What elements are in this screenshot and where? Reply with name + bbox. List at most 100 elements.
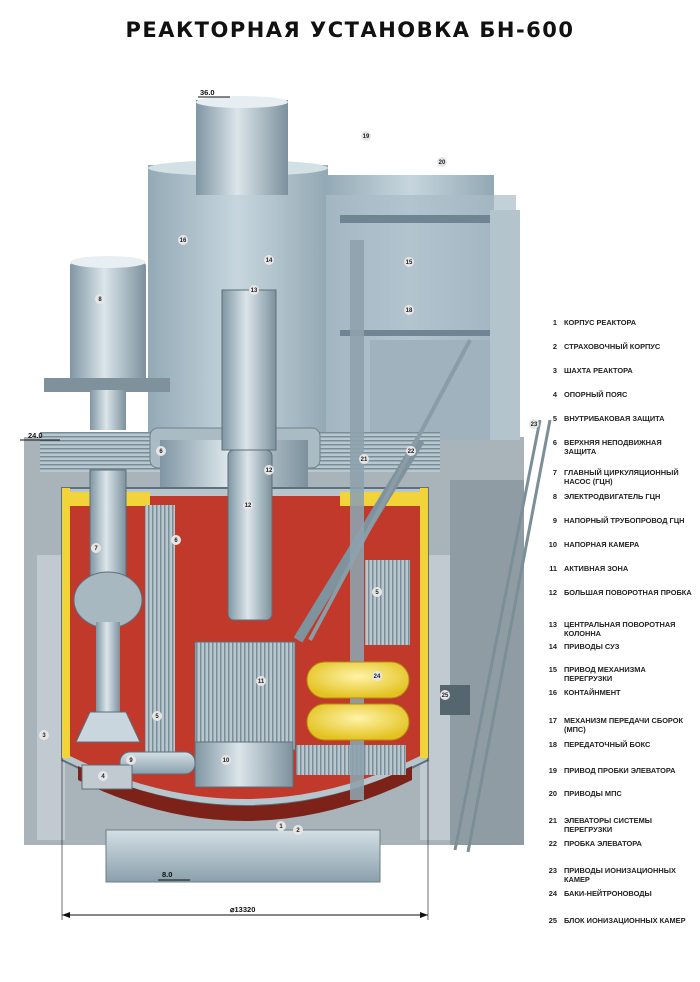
svg-text:16: 16 — [180, 238, 187, 244]
callout-9: 9 — [126, 755, 136, 765]
callout-6a: 6 — [156, 446, 166, 456]
callout-5b: 5 — [372, 587, 382, 597]
svg-text:11: 11 — [258, 679, 265, 685]
legend-number: 3 — [552, 366, 557, 375]
legend-item: 2 СТРАХОВОЧНЫЙ КОРПУС — [545, 342, 695, 351]
svg-text:15: 15 — [406, 260, 413, 266]
legend-label: ГЛАВНЫЙ ЦИРКУЛЯЦИОННЫЙ НАСОС (ГЦН) — [564, 468, 679, 486]
callout-19: 19 — [361, 131, 371, 141]
legend-label: ПРИВОД ПРОБКИ ЭЛЕВАТОРА — [564, 766, 676, 775]
elevation-middle: 24.0 — [28, 431, 43, 440]
legend-number: 22 — [548, 839, 557, 848]
callout-5a: 5 — [152, 711, 162, 721]
svg-text:12: 12 — [266, 468, 273, 474]
containment-building — [148, 96, 520, 440]
callout-4: 4 — [98, 771, 108, 781]
legend-number: 7 — [552, 468, 557, 477]
callout-11: 11 — [256, 676, 266, 686]
callout-21: 21 — [359, 454, 369, 464]
svg-text:24: 24 — [374, 674, 381, 680]
legend-item: 12 БОЛЬШАЯ ПОВОРОТНАЯ ПРОБКА — [545, 588, 695, 597]
legend-number: 8 — [552, 492, 557, 501]
legend-label: ПРИВОДЫ СУЗ — [564, 642, 620, 651]
legend-item: 7 ГЛАВНЫЙ ЦИРКУЛЯЦИОННЫЙ НАСОС (ГЦН) — [545, 468, 695, 486]
legend-label: БОЛЬШАЯ ПОВОРОТНАЯ ПРОБКА — [564, 588, 692, 597]
legend-number: 15 — [548, 665, 557, 674]
callout-12b: 12 — [243, 500, 253, 510]
legend-item: 18 ПЕРЕДАТОЧНЫЙ БОКС — [545, 740, 695, 749]
legend-number: 10 — [548, 540, 557, 549]
svg-text:7: 7 — [94, 546, 98, 552]
callout-1: 1 — [276, 821, 286, 831]
legend-label: ПРИВОД МЕХАНИЗМА ПЕРЕГРУЗКИ — [564, 665, 646, 683]
legend-number: 23 — [548, 866, 557, 875]
legend-number: 13 — [548, 620, 557, 629]
svg-text:18: 18 — [406, 308, 413, 314]
legend-label: ОПОРНЫЙ ПОЯС — [564, 390, 628, 399]
legend-label: ЦЕНТРАЛЬНАЯ ПОВОРОТНАЯ КОЛОННА — [564, 620, 676, 638]
svg-text:3: 3 — [42, 733, 46, 739]
vessel-internals — [73, 240, 552, 853]
legend-number: 5 — [552, 414, 557, 423]
callout-22: 22 — [406, 446, 416, 456]
legend-item: 3 ШАХТА РЕАКТОРА — [545, 366, 695, 375]
svg-text:10: 10 — [223, 758, 230, 764]
svg-text:9: 9 — [129, 758, 133, 764]
legend-label: ЭЛЕКТРОДВИГАТЕЛЬ ГЦН — [564, 492, 661, 501]
legend-label: КОРПУС РЕАКТОРА — [564, 318, 637, 327]
svg-text:12: 12 — [245, 503, 252, 509]
callout-10: 10 — [221, 755, 231, 765]
svg-text:14: 14 — [266, 258, 273, 264]
callout-24: 24 — [372, 671, 382, 681]
legend-label: ЭЛЕВАТОРЫ СИСТЕМЫ ПЕРЕГРУЗКИ — [564, 816, 652, 834]
elevation-marks: 36.0 24.0 8.0 — [20, 88, 230, 881]
legend-label: БЛОК ИОНИЗАЦИОННЫХ КАМЕР — [564, 916, 686, 925]
pump-motor — [44, 256, 170, 430]
svg-text:4: 4 — [101, 774, 105, 780]
legend-label: МЕХАНИЗМ ПЕРЕДАЧИ СБОРОК (МПС) — [564, 716, 684, 734]
callout-12a: 12 — [264, 465, 274, 475]
legend-number: 24 — [548, 889, 557, 898]
legend-label: ПЕРЕДАТОЧНЫЙ БОКС — [564, 740, 651, 749]
svg-text:6: 6 — [174, 538, 178, 544]
callout-18: 18 — [404, 305, 414, 315]
legend-number: 20 — [548, 789, 557, 798]
legend-number: 12 — [548, 588, 557, 597]
legend-item: 13 ЦЕНТРАЛЬНАЯ ПОВОРОТНАЯ КОЛОННА — [545, 620, 695, 638]
legend-number: 2 — [552, 342, 557, 351]
callout-13: 13 — [249, 285, 259, 295]
svg-text:19: 19 — [363, 134, 370, 140]
svg-text:5: 5 — [155, 714, 159, 720]
diameter-label: ⌀13320 — [230, 905, 255, 914]
legend-item: 15 ПРИВОД МЕХАНИЗМА ПЕРЕГРУЗКИ — [545, 665, 695, 683]
legend-label: СТРАХОВОЧНЫЙ КОРПУС — [564, 342, 661, 351]
legend-number: 18 — [548, 740, 557, 749]
legend-label: КОНТАЙНМЕНТ — [564, 688, 621, 697]
callout-20: 20 — [437, 157, 447, 167]
legend-label: НАПОРНАЯ КАМЕРА — [564, 540, 640, 549]
callout-3: 3 — [39, 730, 49, 740]
legend-item: 8 ЭЛЕКТРОДВИГАТЕЛЬ ГЦН — [545, 492, 695, 501]
legend-label: ШАХТА РЕАКТОРА — [564, 366, 633, 375]
svg-text:20: 20 — [439, 160, 446, 166]
legend-number: 6 — [552, 438, 557, 447]
legend-label: ПРИВОДЫ ИОНИЗАЦИОННЫХ КАМЕР — [564, 866, 676, 884]
svg-text:8: 8 — [98, 297, 102, 303]
callout-7: 7 — [91, 543, 101, 553]
legend-label: НАПОРНЫЙ ТРУБОПРОВОД ГЦН — [564, 516, 685, 525]
legend-number: 11 — [549, 564, 557, 573]
svg-text:23: 23 — [531, 422, 538, 428]
svg-text:21: 21 — [361, 457, 368, 463]
legend-number: 21 — [548, 816, 557, 825]
legend-item: 23 ПРИВОДЫ ИОНИЗАЦИОННЫХ КАМЕР — [545, 866, 695, 884]
